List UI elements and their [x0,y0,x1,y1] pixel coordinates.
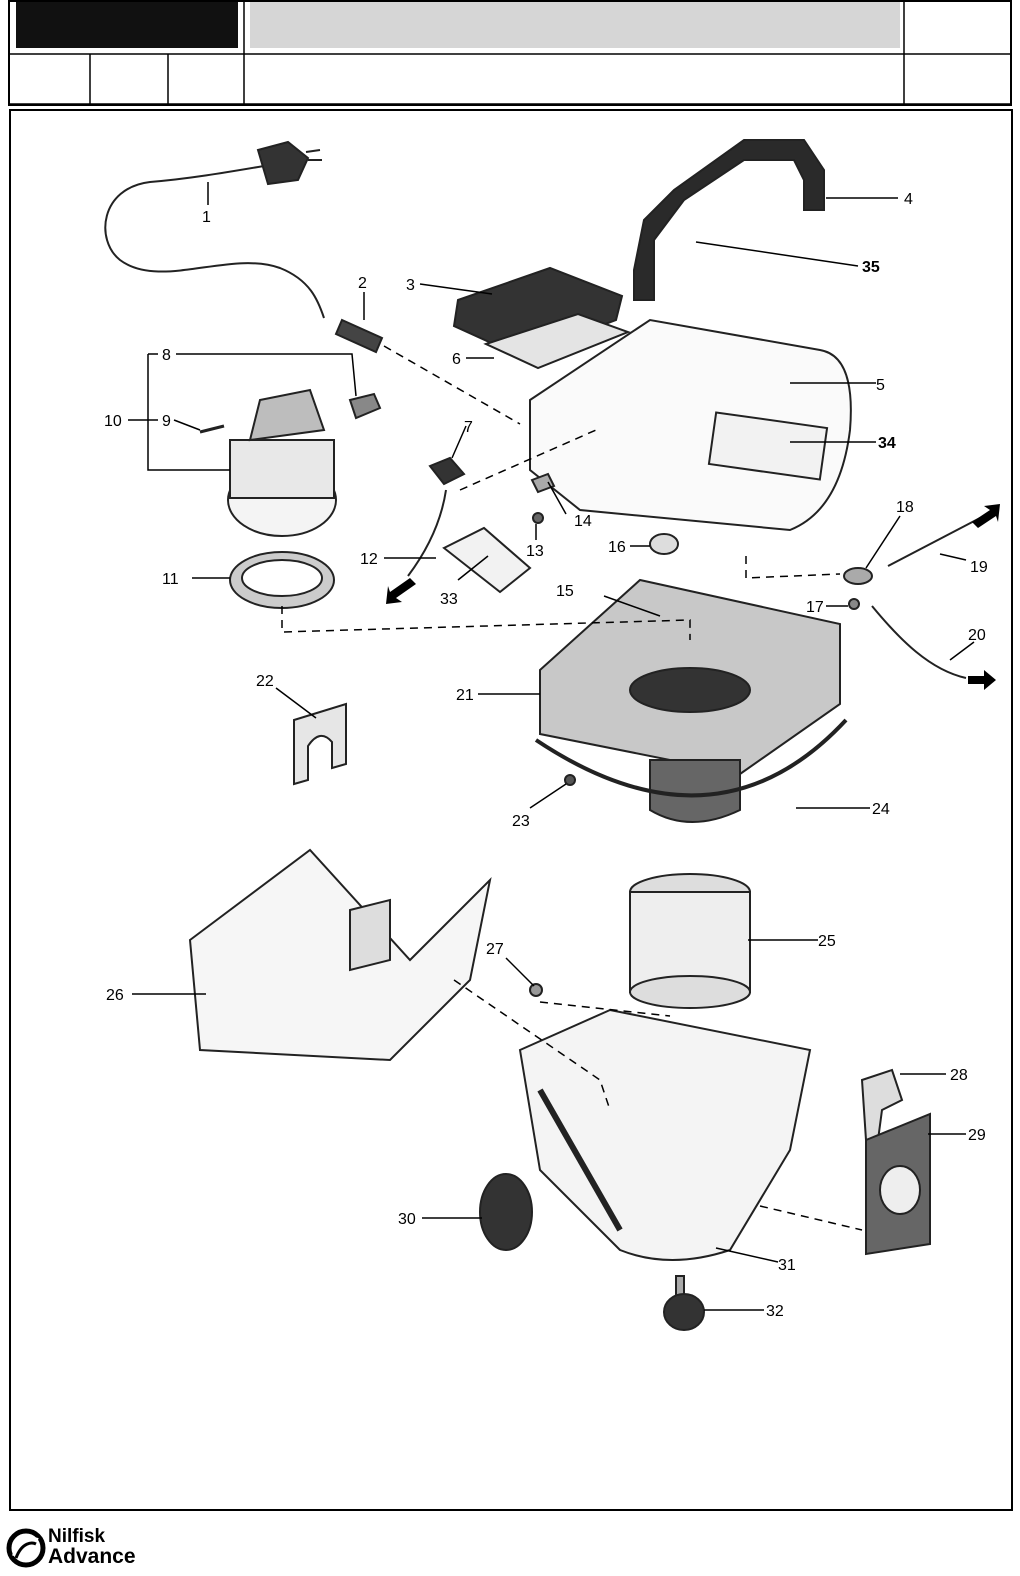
callout-7: 7 [464,419,473,436]
callout-27: 27 [486,941,504,958]
callout-18: 18 [896,499,914,516]
callout-6: 6 [452,351,461,368]
callout-22: 22 [256,673,274,690]
part-handle [633,139,825,301]
callout-13: 13 [526,543,544,560]
callout-labels: 1 2 3 4 5 6 7 8 9 10 11 12 13 14 15 16 1… [104,191,988,1320]
part-screw-23 [564,774,576,786]
callout-11: 11 [162,571,179,588]
arrow-right [968,670,996,690]
header-subtitle-cell [250,2,900,48]
part-nut-27 [529,983,543,997]
callout-35: 35 [862,259,880,276]
brand-name-line2: Advance [48,1545,136,1568]
callout-16: 16 [608,539,626,556]
callout-9: 9 [162,413,171,430]
part-thermostat-18 [843,567,873,585]
brand-logo: Nilfisk Advance [6,1524,166,1572]
callout-26: 26 [106,987,124,1004]
arrow-up-right [972,504,1000,528]
callout-32: 32 [766,1303,784,1320]
part-cartridge-filter [629,873,751,1009]
part-brush-9 [199,424,225,434]
callout-3: 3 [406,277,415,294]
part-dust-bag [188,848,492,1062]
part-clip-14 [530,472,556,494]
callout-10: 10 [104,413,122,430]
part-wire-20 [871,605,967,679]
callout-34: 34 [878,435,896,452]
part-seal-24 [534,718,848,798]
direction-arrows [386,504,1000,690]
part-grille [452,266,624,358]
callout-2: 2 [358,275,367,292]
callout-24: 24 [872,801,890,818]
callout-4: 4 [904,191,913,208]
part-bracket-22 [293,702,347,786]
callout-31: 31 [778,1257,796,1274]
nilfisk-swirl-icon [6,1528,46,1568]
header-table [10,2,1010,105]
callout-21: 21 [456,687,474,704]
callout-5: 5 [876,377,885,394]
callout-33: 33 [440,591,458,608]
part-cover-33 [442,526,532,594]
part-motor-head [529,318,852,532]
part-castor-32 [663,1275,705,1331]
leader-lines [128,182,975,1311]
part-cap-16 [649,533,679,555]
part-tank [518,1008,812,1261]
part-grommet [334,318,384,354]
part-nut-17 [848,598,860,610]
part-wheel-30 [479,1173,533,1251]
part-filter-housing [649,759,741,823]
arrow-down-left [386,578,416,604]
callout-15: 15 [556,583,574,600]
callout-17: 17 [806,599,824,616]
part-screw-13 [532,512,544,524]
part-wire-19 [887,517,981,567]
main-frame [9,109,1013,1511]
part-filter-pad [483,312,631,370]
callout-12: 12 [360,551,378,568]
callout-20: 20 [968,627,986,644]
part-label-plate-34 [707,411,829,481]
part-cable-12 [407,489,447,577]
header-frame [8,0,1012,106]
callout-29: 29 [968,1127,986,1144]
assembly-lines [281,345,863,1231]
callout-14: 14 [574,513,592,530]
callout-28: 28 [950,1067,968,1084]
callout-25: 25 [818,933,836,950]
callout-23: 23 [512,813,530,830]
part-motor [227,388,382,537]
callout-8: 8 [162,347,171,364]
part-power-cord [104,140,325,319]
callout-30: 30 [398,1211,416,1228]
callout-1: 1 [202,209,211,226]
callout-19: 19 [970,559,988,576]
header-title-cell [16,2,238,48]
brand-name-line1: Nilfisk [48,1526,106,1547]
part-switch [428,456,466,486]
